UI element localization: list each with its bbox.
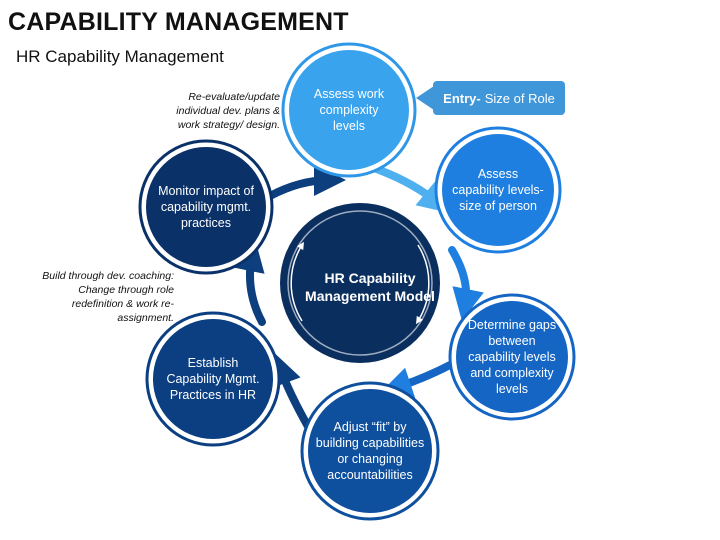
entry-text: Size of Role (484, 90, 555, 106)
step-circle-6 (138, 139, 274, 275)
arrow-1-to-2 (364, 162, 451, 214)
center-hub (280, 203, 440, 363)
step-circle-5 (145, 311, 281, 447)
arrow-3-to-4 (379, 361, 454, 399)
entry-arrow-head (416, 86, 434, 110)
hub-arrow-right (416, 244, 430, 325)
arrow-6-to-1 (266, 164, 346, 200)
step-label-4: Adjust “fit” by building capabilities or… (315, 420, 425, 482)
note-left: Build through dev. coaching: Change thro… (42, 270, 174, 324)
entry-box: Entry- Size of Role (433, 81, 565, 115)
arrow-2-to-3 (448, 246, 484, 321)
center-label: HR Capability Management Model (305, 270, 435, 304)
step-label-5: Establish Capability Mgmt. Practices in … (166, 356, 260, 402)
step-circle-4 (300, 381, 440, 521)
step-circle-1 (281, 42, 417, 178)
note-top: Re-evaluate/update individual dev. plans… (176, 91, 280, 131)
step-label-3: Determine gaps between capability levels… (467, 318, 557, 396)
step-label-2: Assess capability levels- size of person (452, 167, 544, 213)
step-circle-2 (434, 126, 562, 254)
entry-strong: Entry- (443, 90, 481, 106)
step-label-1: Assess work complexity levels (313, 87, 385, 133)
arrow-5-to-6 (233, 239, 266, 326)
slide-title: CAPABILITY MANAGEMENT (8, 8, 349, 36)
slide-subtitle: HR Capability Management (16, 47, 224, 66)
step-circle-3 (448, 293, 576, 421)
hub-arrow-left (290, 241, 304, 322)
step-label-6: Monitor impact of capability mgmt. pract… (158, 184, 254, 230)
arrow-4-to-5 (270, 352, 314, 434)
